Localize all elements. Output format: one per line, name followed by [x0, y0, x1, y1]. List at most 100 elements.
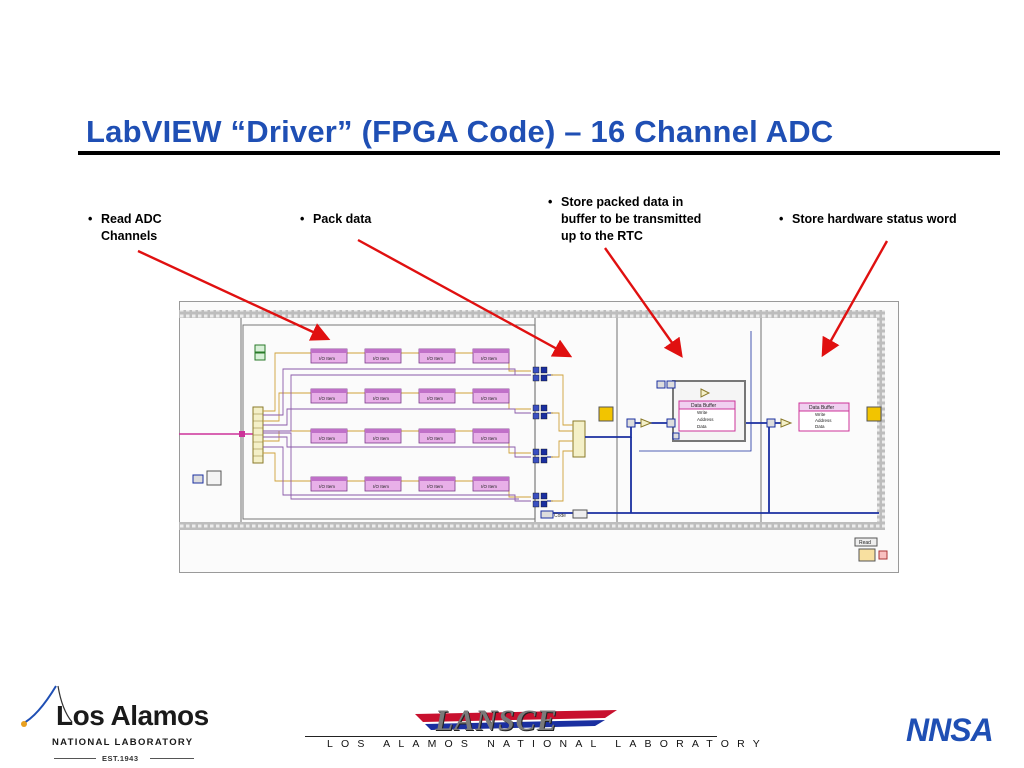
- buffer-field: Address: [815, 418, 832, 423]
- pack-bit-node: [540, 366, 548, 374]
- io-item-label: I/O Item: [427, 484, 443, 489]
- pack-bit-node: [532, 404, 540, 412]
- est-rule-left: [54, 758, 96, 759]
- constant-node: [192, 474, 204, 484]
- pack-bit-node: [540, 456, 548, 464]
- io-item-node: I/O Item: [310, 428, 348, 444]
- io-item-label: I/O Item: [373, 396, 389, 401]
- buffer-field: Data: [815, 424, 825, 429]
- tunnel: [239, 431, 245, 437]
- pack-bit-node: [532, 456, 540, 464]
- read-label: Read: [859, 540, 871, 546]
- io-item-label: I/O Item: [481, 356, 497, 361]
- bullet-glyph: •: [548, 195, 553, 209]
- lanl-logo: Los Alamos NATIONAL LABORATORY EST.1943: [18, 680, 209, 764]
- bullet-glyph: •: [779, 212, 784, 226]
- pack-bit-node: [532, 492, 540, 500]
- loop-structure: [242, 324, 536, 520]
- pack-bit-node: [532, 448, 540, 456]
- small-node: [254, 344, 266, 353]
- io-item-node: I/O Item: [310, 388, 348, 404]
- error-node: [572, 509, 588, 519]
- io-item-label: I/O Item: [481, 396, 497, 401]
- warning-icon: [598, 406, 614, 422]
- pack-bit-node: [540, 448, 548, 456]
- pack-bit-node: [540, 374, 548, 382]
- data-buffer-label: Data Buffer: [809, 405, 835, 411]
- buffer-field: Write: [697, 410, 708, 415]
- io-item-node: I/O Item: [418, 476, 456, 492]
- io-item-node: I/O Item: [364, 476, 402, 492]
- stop-icon: [858, 548, 876, 562]
- io-item-label: I/O Item: [319, 436, 335, 441]
- slide-title: LabVIEW “Driver” (FPGA Code) – 16 Channe…: [86, 114, 834, 149]
- bullet-line: up to the RTC: [561, 229, 643, 243]
- io-item-node: I/O Item: [364, 388, 402, 404]
- buffer-field: Address: [697, 417, 714, 422]
- lanl-subtitle: NATIONAL LABORATORY: [52, 737, 194, 748]
- bullet-glyph: •: [300, 212, 305, 226]
- lansce-wordmark: LANSCE: [435, 704, 558, 737]
- io-item-node: I/O Item: [310, 476, 348, 492]
- est-rule-right: [150, 758, 194, 759]
- bullet-line: Read ADC: [101, 212, 162, 226]
- bullet-line: Channels: [101, 229, 158, 243]
- pack-bit-node: [540, 500, 548, 508]
- lanl-name: Los Alamos: [56, 700, 209, 731]
- bullet-store-buffer: • Store packed data in buffer to be tran…: [548, 194, 733, 245]
- io-item-label: I/O Item: [319, 356, 335, 361]
- lansce-streak-icon: [415, 710, 617, 730]
- bullet-pack-data: • Pack data: [300, 211, 410, 228]
- pack-bit-node: [532, 500, 540, 508]
- buffer-field: Data: [697, 424, 707, 429]
- io-item-node: I/O Item: [310, 348, 348, 364]
- arrow-status-word: [821, 240, 889, 358]
- io-item-label: I/O Item: [373, 436, 389, 441]
- io-item-label: I/O Item: [427, 356, 443, 361]
- io-item-label: I/O Item: [319, 396, 335, 401]
- arrow-read-adc: [137, 249, 331, 341]
- arrow-store-buffer: [604, 247, 683, 358]
- pack-bit-node: [532, 412, 540, 420]
- bullet-line: Store packed data in: [561, 195, 684, 209]
- lanl-swoosh-icon: [21, 685, 73, 727]
- io-item-label: I/O Item: [373, 356, 389, 361]
- sequence-frame-bottom-border: [179, 522, 885, 530]
- bullet-read-adc: • Read ADC Channels: [88, 211, 198, 245]
- small-node: [254, 352, 266, 361]
- io-item-node: I/O Item: [364, 428, 402, 444]
- build-array-node: [572, 420, 586, 458]
- pack-bit-node: [540, 412, 548, 420]
- io-item-node: I/O Item: [418, 388, 456, 404]
- warning-icon: [866, 406, 882, 422]
- pack-data-nodes: [532, 366, 553, 508]
- io-item-label: I/O Item: [373, 484, 389, 489]
- vi-icon: [206, 470, 222, 486]
- io-item-node: I/O Item: [418, 428, 456, 444]
- io-item-label: I/O Item: [319, 484, 335, 489]
- buffer-field: Write: [815, 412, 826, 417]
- pack-bit-node: [532, 366, 540, 374]
- arrow-pack-data: [357, 238, 573, 358]
- io-item-label: I/O Item: [427, 396, 443, 401]
- title-underline: [78, 151, 1000, 155]
- io-item-node: I/O Item: [364, 348, 402, 364]
- io-item-label: I/O Item: [481, 484, 497, 489]
- status-icon: [878, 550, 888, 560]
- lansce-subtitle: LOS ALAMOS NATIONAL LABORATORY: [327, 738, 768, 750]
- io-item-node: I/O Item: [472, 476, 510, 492]
- bullet-line: buffer to be transmitted: [561, 212, 702, 226]
- io-item-node: I/O Item: [472, 388, 510, 404]
- read-selector: [854, 537, 878, 547]
- io-item-node: I/O Item: [472, 428, 510, 444]
- code-label: Code: [554, 513, 566, 519]
- io-item-node: I/O Item: [472, 348, 510, 364]
- io-item-label: I/O Item: [481, 436, 497, 441]
- bullet-status-word: • Store hardware status word: [779, 211, 994, 228]
- bullet-glyph: •: [88, 212, 93, 226]
- pack-bit-node: [540, 492, 548, 500]
- pack-bit-node: [540, 404, 548, 412]
